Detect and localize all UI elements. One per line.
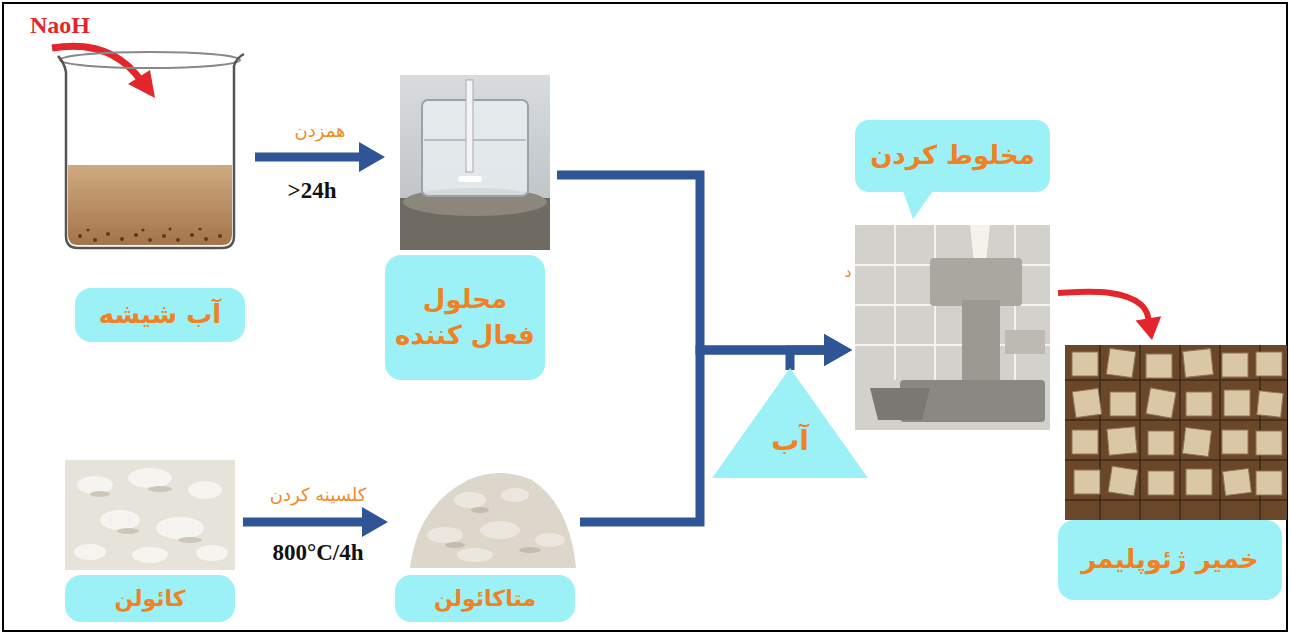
stray-mark: د: [845, 263, 852, 281]
bubble-tail-fill: [903, 191, 933, 219]
connector-line: [1058, 292, 1149, 322]
triangle-shape: [712, 368, 868, 478]
connector-line: [790, 350, 828, 370]
material-step: آب شیشه: [45, 20, 255, 345]
speech-bubble: مخلوط کردن: [855, 120, 1050, 192]
step-text: کائولن: [114, 584, 185, 614]
label-pill: محلول فعال کننده: [385, 255, 545, 380]
specimen-tray-photo: [1065, 345, 1287, 520]
flow-arrow: [557, 175, 852, 366]
kaolin-photo: [65, 460, 235, 570]
step-action-label: کلسینه کردن: [270, 484, 367, 505]
step-text: مخلوط کردن: [870, 138, 1035, 173]
metakaolin-photo: [410, 473, 576, 568]
arrowhead: [1136, 316, 1162, 340]
connector-line: [557, 175, 828, 350]
triangle-text-area: آب: [712, 416, 868, 466]
arrowhead: [824, 334, 852, 366]
label-pill: آب شیشه: [75, 288, 245, 342]
label-pill: کائولن: [65, 575, 235, 622]
connector-line: [243, 518, 366, 527]
step-text: آب شیشه: [99, 297, 222, 332]
flow-arrow: [790, 334, 852, 370]
step-action-label: همزدن: [294, 120, 345, 141]
step-text: محلول فعال کننده: [395, 282, 535, 352]
input-triangle: آب: [712, 368, 868, 478]
arrowhead: [824, 334, 852, 366]
connector-line: [255, 153, 363, 162]
flow-arrow: [243, 507, 388, 537]
material-step: متاکائولن: [388, 462, 580, 625]
label-pill: متاکائولن: [395, 575, 575, 622]
condition-label: 800°C/4h: [273, 540, 364, 566]
material-step: کائولن: [58, 455, 243, 625]
arrowhead: [824, 334, 852, 366]
mixer-photo: [855, 225, 1050, 430]
bubble-tail: [903, 191, 943, 221]
stirrer-photo: [400, 75, 550, 250]
frame: [3, 3, 1287, 631]
step-text: خمیر ژئوپلیمر: [1081, 542, 1259, 577]
material-step: محلول فعال کننده: [385, 70, 557, 382]
beaker: [58, 52, 244, 248]
step-text: آب: [771, 422, 809, 460]
flow-arrow: [255, 142, 385, 172]
arrowhead: [362, 507, 388, 537]
chemical-label: NaoH: [30, 12, 90, 39]
arrowhead: [359, 142, 385, 172]
time-label: >24h: [288, 178, 337, 204]
process-step: مخلوط کردن: [852, 118, 1057, 432]
triangle-fill: [712, 368, 868, 478]
product-step: خمیر ژئوپلیمر: [1058, 340, 1286, 602]
label-pill: خمیر ژئوپلیمر: [1058, 520, 1282, 600]
flow-arrow: [1058, 292, 1161, 340]
step-text: متاکائولن: [434, 584, 536, 614]
